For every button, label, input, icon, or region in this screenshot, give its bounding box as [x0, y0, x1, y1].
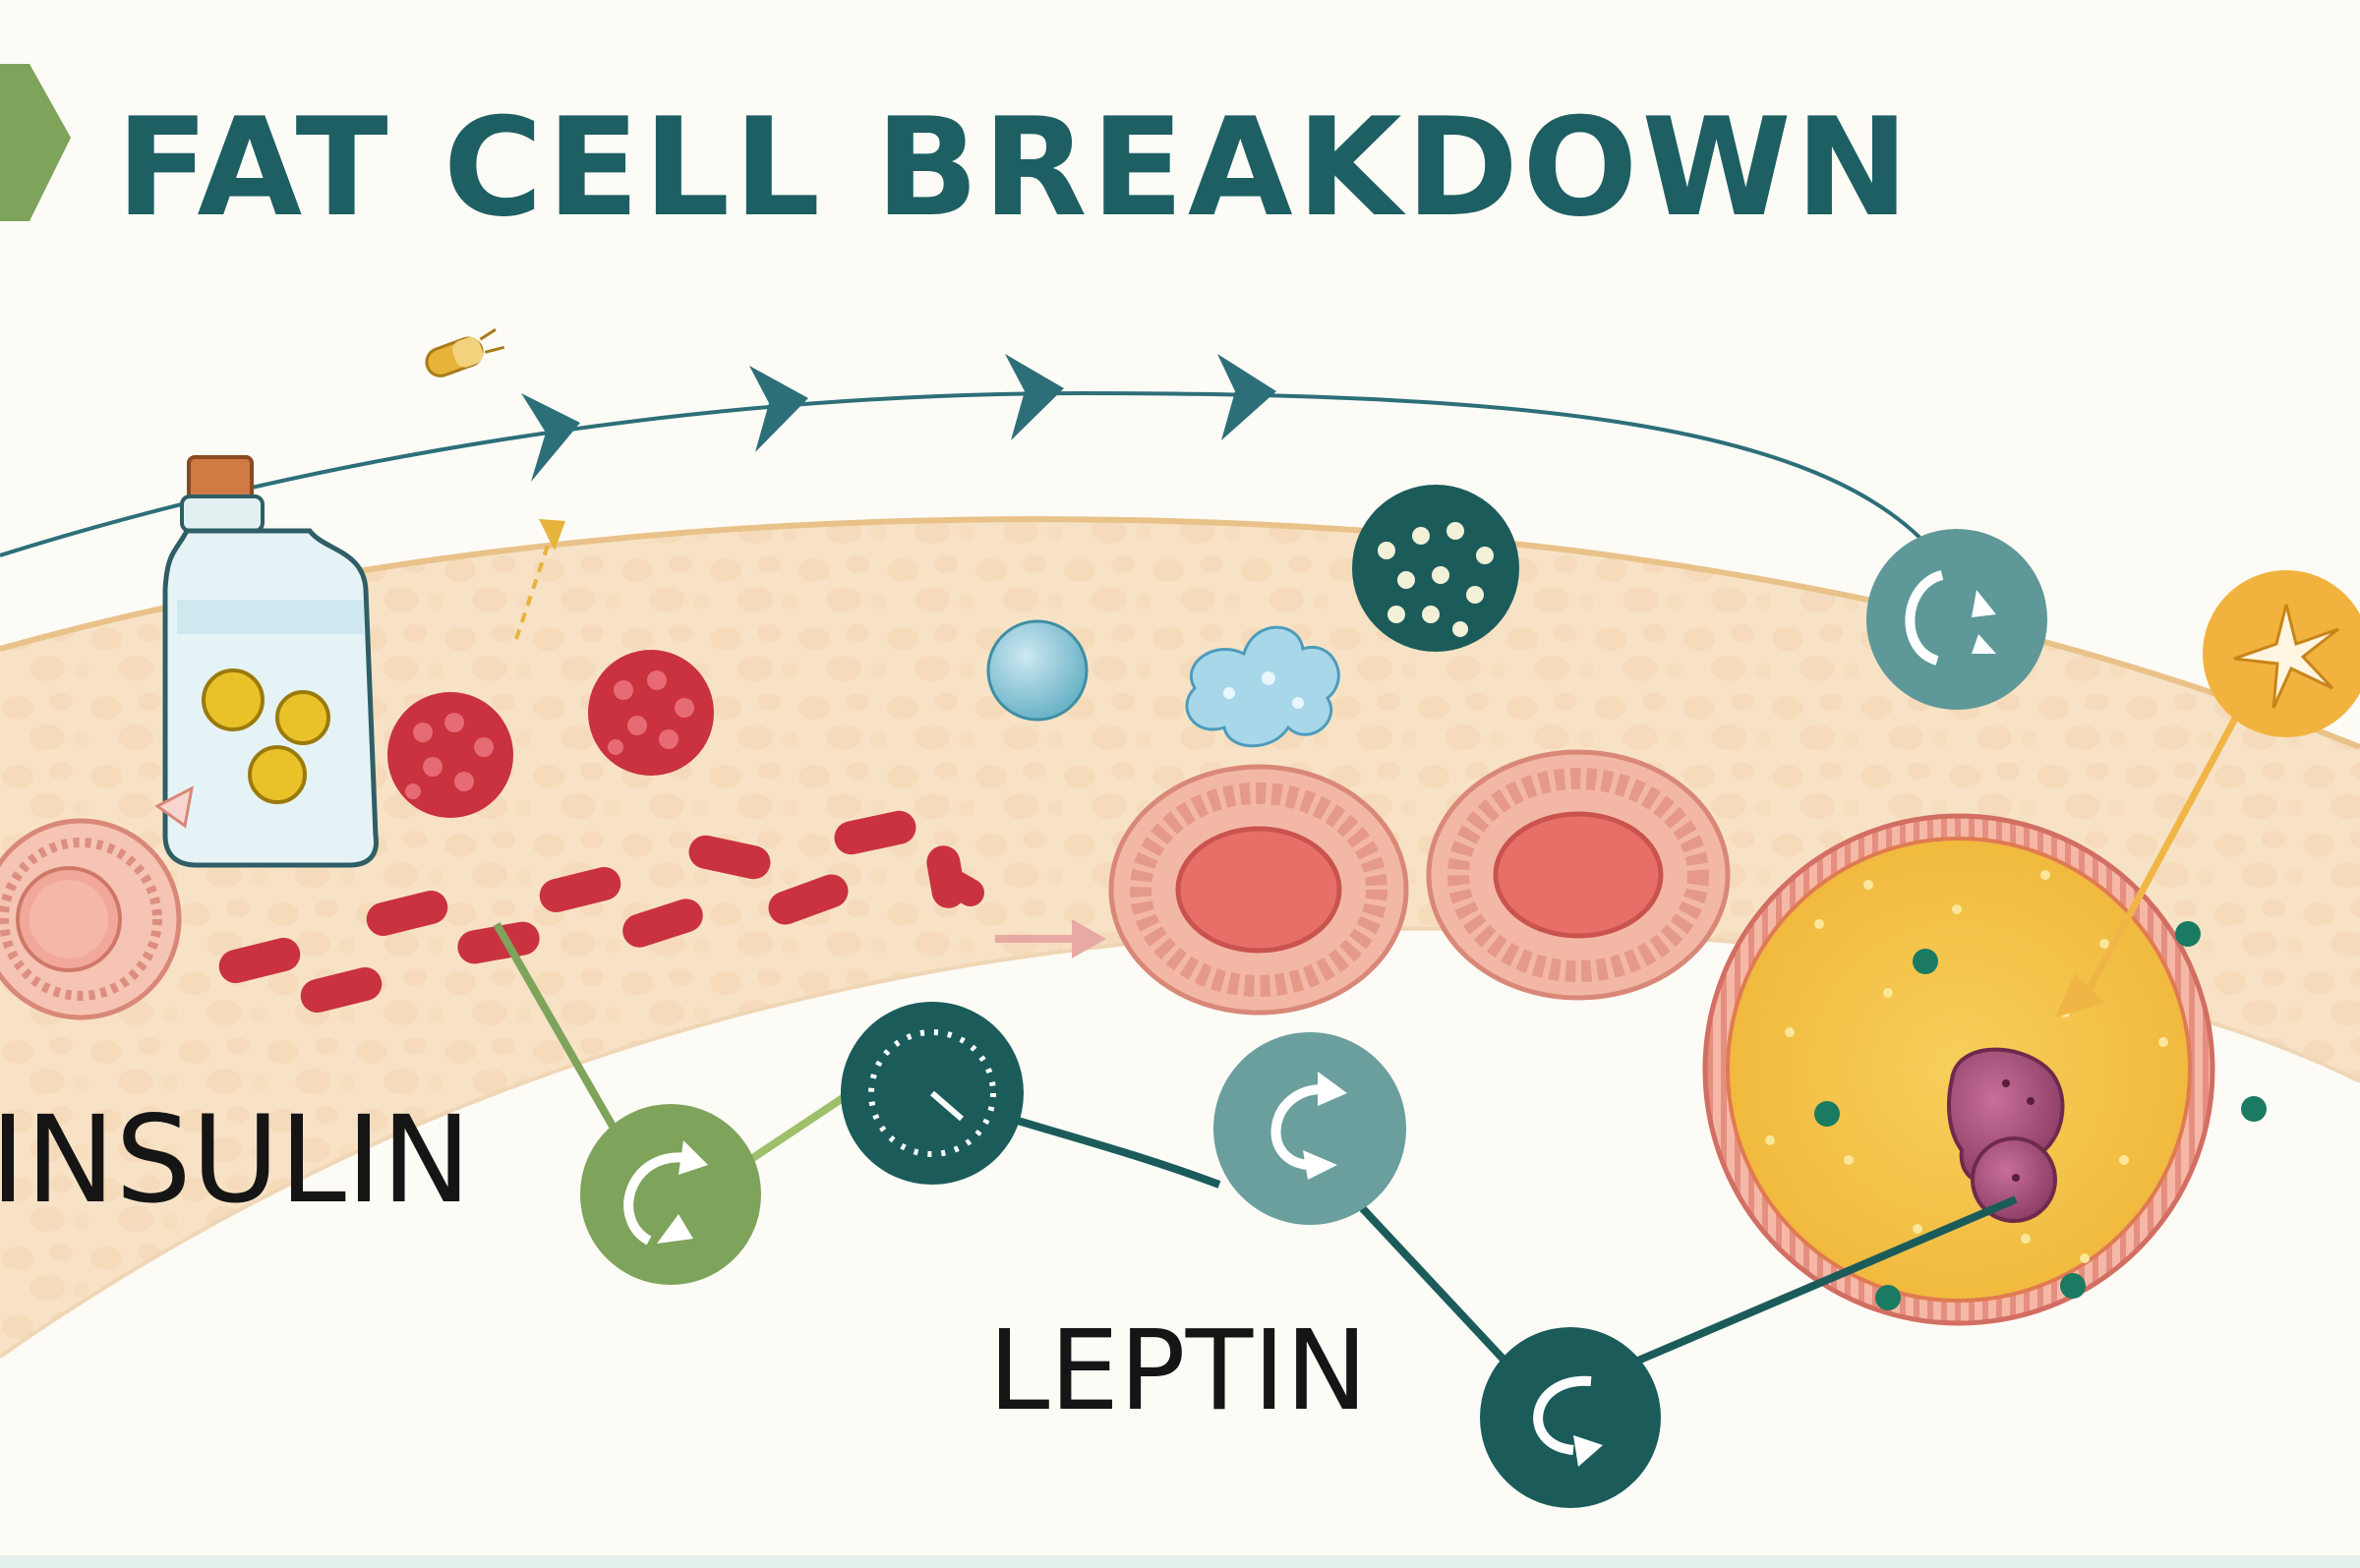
capsule-icon: [425, 327, 505, 377]
top-pathway-arc: [0, 354, 1934, 557]
pink-arrow-head: [1072, 919, 1106, 958]
small-triangle: [154, 785, 195, 829]
page-title: FAT CELL BREAKDOWN: [116, 88, 1913, 247]
arrow-head-up: [539, 519, 565, 551]
dotted-vesicle: [1352, 485, 1519, 652]
red-rod-cells: [218, 810, 984, 1014]
red-spotted-cell: [387, 692, 513, 818]
starburst-icon: [2203, 570, 2360, 737]
insulin-label: INSULIN: [0, 1090, 471, 1230]
red-spotted-cell: [588, 650, 714, 776]
orange-arrow: [2081, 676, 2261, 1000]
timer-gauge-icon: [841, 1002, 1024, 1185]
textured-pink-cell: [1108, 764, 1409, 1016]
cycle-arrows-icon: [1866, 529, 2047, 710]
nucleus: [1947, 1047, 2065, 1223]
blue-cloud: [1185, 625, 1340, 748]
cycle-arrows-icon: [580, 1104, 761, 1285]
cycle-arrows-icon: [1480, 1327, 1661, 1508]
left-pink-cell: [0, 818, 182, 1020]
bottom-strip: [0, 1555, 2360, 1568]
blue-sphere: [986, 619, 1089, 722]
medicine-bottle-icon: [162, 455, 380, 868]
leptin-label: LEPTIN: [988, 1307, 1368, 1435]
title-block: FAT CELL BREAKDOWN: [0, 64, 1913, 247]
textured-pink-cell: [1426, 749, 1731, 1001]
orange-arrow-head: [2055, 973, 2104, 1017]
cycle-arrows-icon: [1213, 1032, 1406, 1225]
dashed-arrow: [514, 530, 555, 640]
chevron-right-icon: [0, 64, 71, 221]
